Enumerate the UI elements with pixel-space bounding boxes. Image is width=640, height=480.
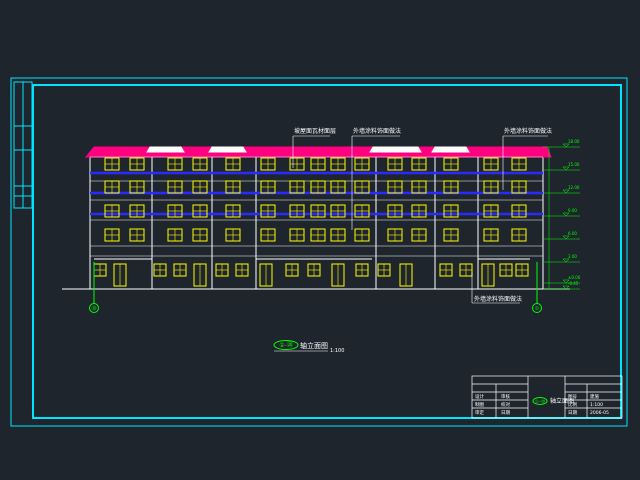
building-outline xyxy=(89,156,544,290)
grid-marker-right: ① xyxy=(532,262,542,313)
binding-strip xyxy=(13,81,33,209)
elevation-scale: 18.00 15.00 12.00 9.00 6.00 3.00 ±0.00-0.45 xyxy=(543,139,581,290)
tb-cell-l2a: 审定 xyxy=(475,409,484,416)
svg-text:±0.00: ±0.00 xyxy=(568,275,581,280)
tb-cell-r1a: 比例 xyxy=(568,401,577,408)
stair-roof-0 xyxy=(146,146,185,153)
callout-3: 外墙涂料饰面做法 xyxy=(502,127,552,190)
grid-marker-left: ⑳ xyxy=(89,262,99,313)
svg-text:6.00: 6.00 xyxy=(568,231,577,236)
tb-cell-l2b: 日期 xyxy=(501,410,510,416)
title-scale: 1:100 xyxy=(330,348,344,354)
tb-cell-l1b: 校对 xyxy=(501,401,510,408)
grid-label-left: ⑳ xyxy=(91,305,96,312)
stair-roof-3 xyxy=(431,146,470,153)
tb-cell-l0a: 设计 xyxy=(475,393,484,400)
tb-cell-r2b: 2006-05 xyxy=(590,410,609,416)
svg-text:15.00: 15.00 xyxy=(568,162,580,167)
callout-text-4: 外墙涂料饰面做法 xyxy=(474,295,522,303)
building-elevation xyxy=(84,146,552,290)
title-text: 轴立面图 xyxy=(300,341,328,350)
title-block-text: ①-⑳ 轴立面图 设计 审核 制图 校对 审定 日期 图号 建施 比例 1:10… xyxy=(475,393,609,416)
callout-text-1: 坡屋面瓦材面层 xyxy=(294,127,336,135)
outer-frame xyxy=(10,77,628,427)
elevation-mark-3: 9.00 xyxy=(543,208,580,217)
elevation-mark-1: 15.00 xyxy=(543,162,580,171)
tb-cell-l1a: 制图 xyxy=(475,401,484,408)
tb-badge: ①-⑳ xyxy=(535,398,546,405)
callout-text-2: 外墙涂料饰面做法 xyxy=(353,127,401,135)
tb-cell-r1b: 1:100 xyxy=(590,402,603,408)
drawing-title: ①-⑳ 轴立面图 1:100 xyxy=(273,340,344,354)
callout-1: 坡屋面瓦材面层 xyxy=(292,127,336,168)
grid-label-right: ① xyxy=(535,306,540,312)
svg-text:-0.45: -0.45 xyxy=(568,281,579,286)
tb-cell-r0a: 图号 xyxy=(568,394,577,400)
svg-text:12.00: 12.00 xyxy=(568,185,580,190)
svg-text:3.00: 3.00 xyxy=(568,254,577,259)
elevation-mark-7: -0.45 xyxy=(543,281,580,290)
stair-roof-1 xyxy=(208,146,247,153)
elevation-mark-0: 18.00 xyxy=(543,139,580,148)
elevation-mark-5: 3.00 xyxy=(543,254,580,263)
title-badge: ①-⑳ xyxy=(279,341,293,349)
tb-drawing-name: 轴立面图 xyxy=(550,397,574,405)
callout-2: 外墙涂料饰面做法 xyxy=(351,127,401,230)
inner-frame xyxy=(32,84,622,419)
callout-text-3: 外墙涂料饰面做法 xyxy=(504,127,552,135)
elevation-mark-4: 6.00 xyxy=(543,231,580,240)
svg-text:9.00: 9.00 xyxy=(568,208,577,213)
stair-roof-2 xyxy=(369,146,422,153)
svg-text:18.00: 18.00 xyxy=(568,139,580,144)
callout-4: 外墙涂料饰面做法 xyxy=(471,272,522,304)
title-block xyxy=(471,375,623,419)
elevation-mark-2: 12.00 xyxy=(543,185,580,194)
tb-cell-r2a: 日期 xyxy=(568,410,577,416)
tb-cell-r0b: 建施 xyxy=(590,393,599,400)
tb-cell-l0b: 审核 xyxy=(501,393,510,400)
